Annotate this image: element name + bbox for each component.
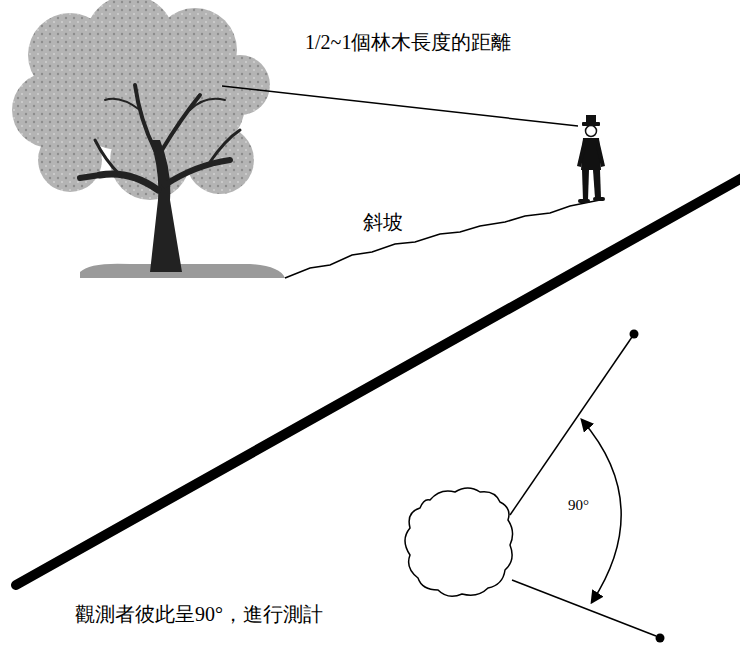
tree-crown: [12, 0, 270, 200]
observer-dot: [630, 330, 639, 339]
distance-label: 1/2~1個林木長度的距離: [305, 30, 511, 54]
tree-trunk: [80, 85, 240, 272]
observer-line: [510, 337, 632, 515]
ground: [80, 264, 285, 278]
sight-line: [222, 86, 578, 126]
angle-label: 90°: [568, 496, 589, 514]
caption: 觀測者彼此呈90°，進行測計: [75, 602, 323, 626]
slope-line: [285, 200, 600, 278]
divider-line: [16, 178, 740, 585]
observer-figure: [577, 115, 605, 203]
slope-label: 斜坡: [363, 210, 403, 234]
observer-dot: [656, 634, 665, 643]
tree-top-view: [405, 488, 513, 596]
observer-line: [512, 580, 656, 636]
